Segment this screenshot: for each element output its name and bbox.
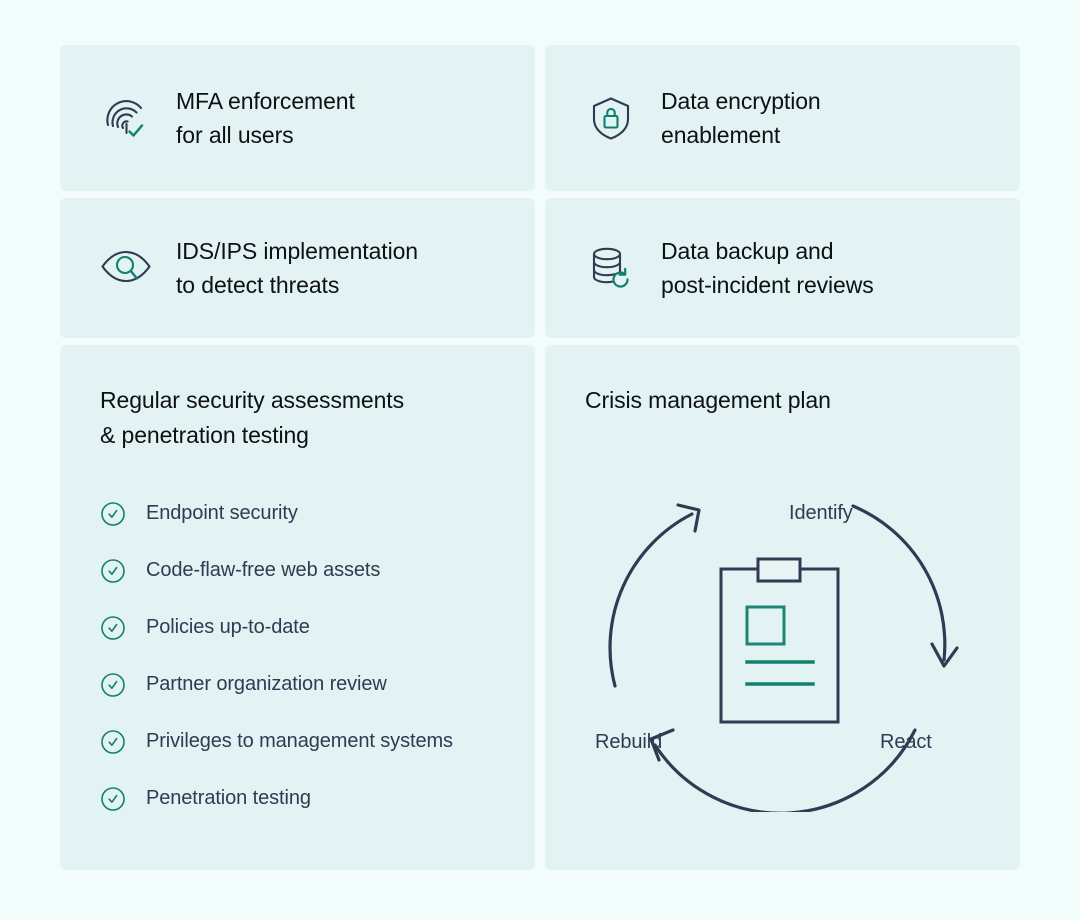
check-circle-icon (101, 501, 125, 526)
list-item-label: Code-flaw-free web assets (146, 559, 381, 581)
card-title: IDS/IPS implementation to detect threats (176, 238, 418, 298)
panel-security-assessments: Regular security assessments & penetrati… (60, 345, 535, 870)
infographic-board: MFA enforcement for all users Data encry… (60, 45, 1020, 870)
cycle-label-identify: Identify (789, 502, 853, 524)
card-data-encryption: Data encryption enablement (545, 45, 1020, 191)
list-item-label: Penetration testing (146, 787, 311, 809)
cycle-label-rebuild: Rebuild (595, 731, 663, 753)
check-circle-icon (101, 786, 125, 811)
check-circle-icon (101, 672, 125, 697)
crisis-cycle-diagram: Identify React Rebuild (585, 450, 980, 870)
card-title: MFA enforcement for all users (176, 88, 355, 148)
arc-react-to-rebuild (653, 728, 917, 812)
list-item: Privileges to management systems (100, 713, 495, 770)
arc-identify-to-react (851, 504, 947, 662)
arrowhead-react (930, 642, 959, 668)
list-item: Code-flaw-free web assets (100, 542, 495, 599)
clipboard-icon (719, 557, 840, 724)
check-circle-icon (101, 615, 125, 640)
list-item-label: Policies up-to-date (146, 616, 310, 638)
card-title: Data backup and post-incident reviews (661, 238, 874, 298)
list-item: Penetration testing (100, 770, 495, 827)
list-item-label: Privileges to management systems (146, 730, 453, 752)
list-item: Endpoint security (100, 485, 495, 542)
card-title: Data encryption enablement (661, 88, 821, 148)
check-circle-icon (101, 729, 125, 754)
arrowhead-rebuild (649, 728, 675, 762)
database-refresh-icon (583, 240, 639, 296)
check-circle-icon (101, 558, 125, 583)
card-ids-ips: IDS/IPS implementation to detect threats (60, 198, 535, 338)
panel-title: Regular security assessments & penetrati… (100, 387, 404, 448)
cycle-arrows (608, 503, 959, 812)
list-item: Policies up-to-date (100, 599, 495, 656)
list-item: Partner organization review (100, 656, 495, 713)
cycle-label-react: React (880, 731, 932, 753)
eye-search-icon (98, 240, 154, 296)
fingerprint-check-icon (98, 90, 154, 146)
panel-crisis-management: Crisis management plan (545, 345, 1020, 870)
shield-lock-icon (583, 90, 639, 146)
arc-rebuild-to-identify (608, 512, 694, 688)
arrowhead-identify (676, 503, 701, 533)
list-item-label: Partner organization review (146, 673, 387, 695)
card-mfa-enforcement: MFA enforcement for all users (60, 45, 535, 191)
panel-title: Crisis management plan (585, 387, 831, 413)
assessment-checklist: Endpoint security Code-flaw-free web ass… (100, 485, 495, 827)
card-data-backup: Data backup and post-incident reviews (545, 198, 1020, 338)
list-item-label: Endpoint security (146, 502, 298, 524)
